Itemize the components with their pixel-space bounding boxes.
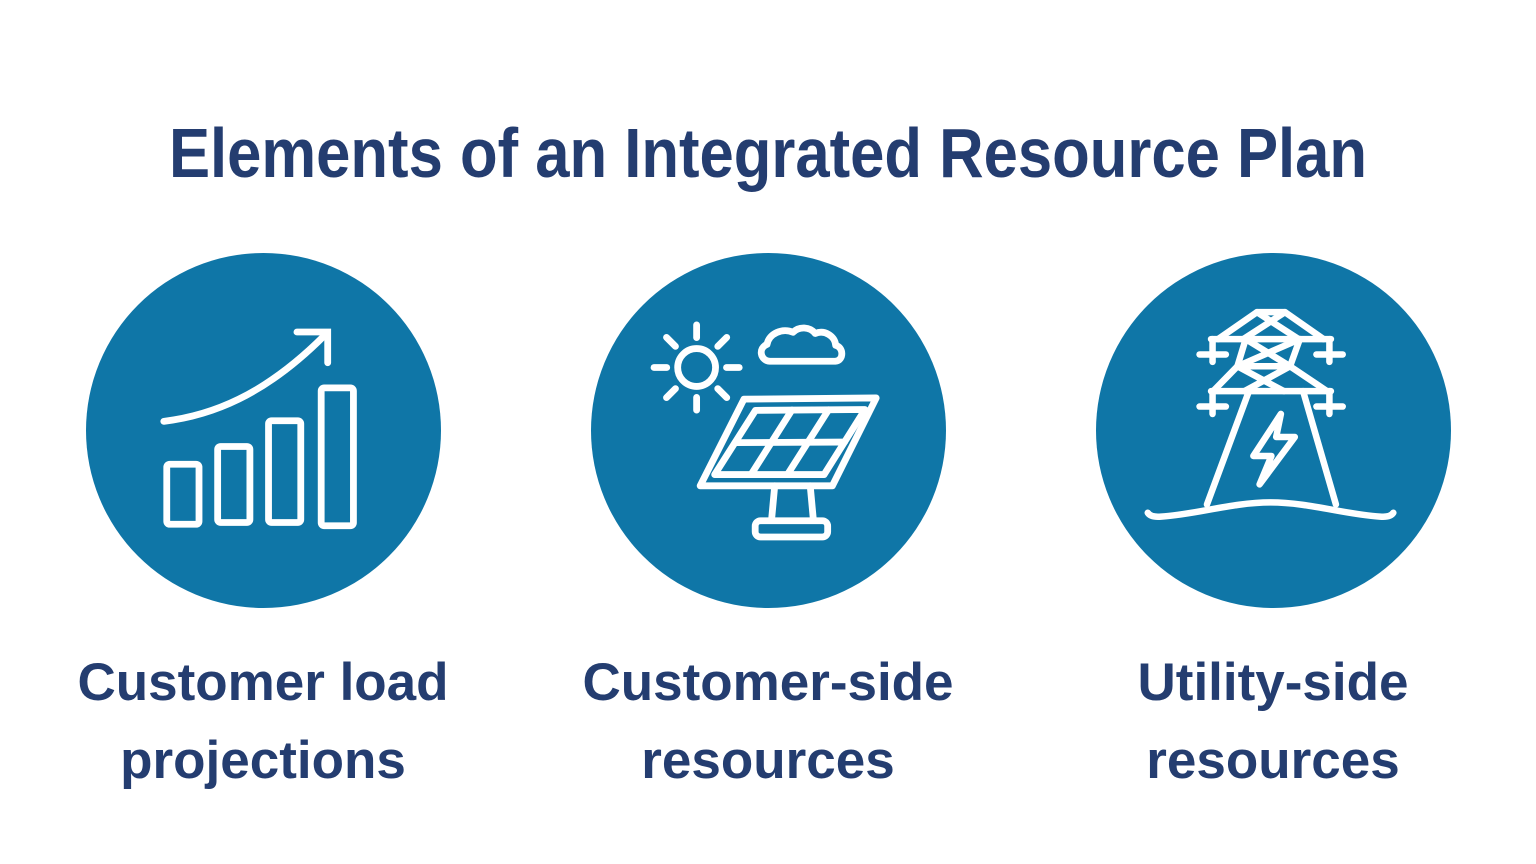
item-label-line2: resources xyxy=(1146,731,1400,790)
item-label: Utility-side resources xyxy=(963,644,1536,800)
items-row: Customer load projections xyxy=(0,253,1536,800)
page-title: Elements of an Integrated Resource Plan xyxy=(168,114,1368,192)
customer-load-circle xyxy=(85,253,441,608)
item-label-line1: Utility-side xyxy=(1137,653,1409,712)
item-label: Customer-side resources xyxy=(458,644,1078,800)
solar-panel-icon xyxy=(650,321,880,541)
item-label-line2: resources xyxy=(641,731,895,790)
item-customer-side-resources: Customer-side resources xyxy=(582,253,954,800)
transmission-tower-icon xyxy=(1144,308,1397,520)
utility-side-circle xyxy=(1095,253,1451,608)
item-label-line2: projections xyxy=(120,731,406,790)
item-label-line1: Customer-side xyxy=(582,653,954,712)
customer-side-circle xyxy=(590,253,946,608)
item-label-line1: Customer load xyxy=(77,653,449,712)
bar-chart-growth-icon xyxy=(159,328,357,530)
item-utility-side-resources: Utility-side resources xyxy=(1095,253,1451,800)
item-label: Customer load projections xyxy=(0,644,573,800)
item-customer-load-projections: Customer load projections xyxy=(77,253,449,800)
